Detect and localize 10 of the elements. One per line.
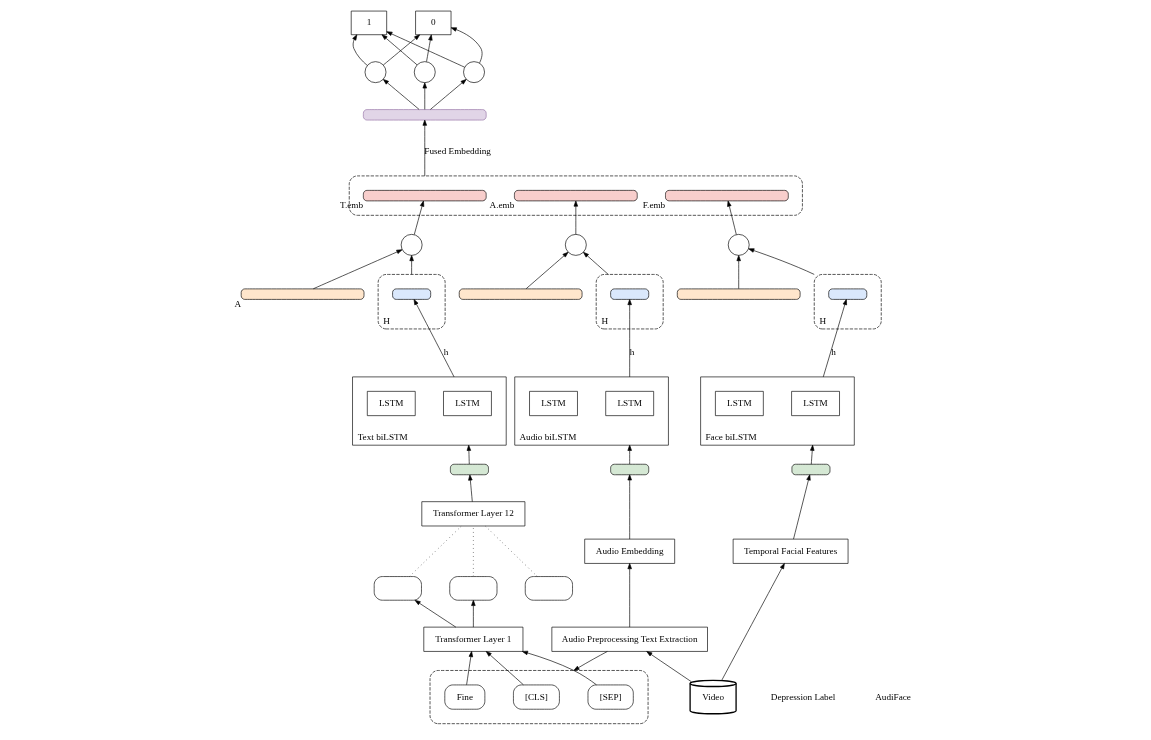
node-label: T.emb	[340, 200, 364, 211]
edge-label: h	[629, 347, 635, 358]
edge-label: h	[443, 347, 449, 358]
node-label: A	[234, 298, 242, 309]
label: Depression Label	[770, 691, 836, 702]
edge-label: h	[831, 347, 836, 358]
node-label: A.emb	[489, 200, 515, 211]
edge-label: Fused Embedding	[424, 146, 491, 157]
node-label: F.emb	[642, 200, 666, 211]
label: AudiFace	[875, 691, 911, 702]
